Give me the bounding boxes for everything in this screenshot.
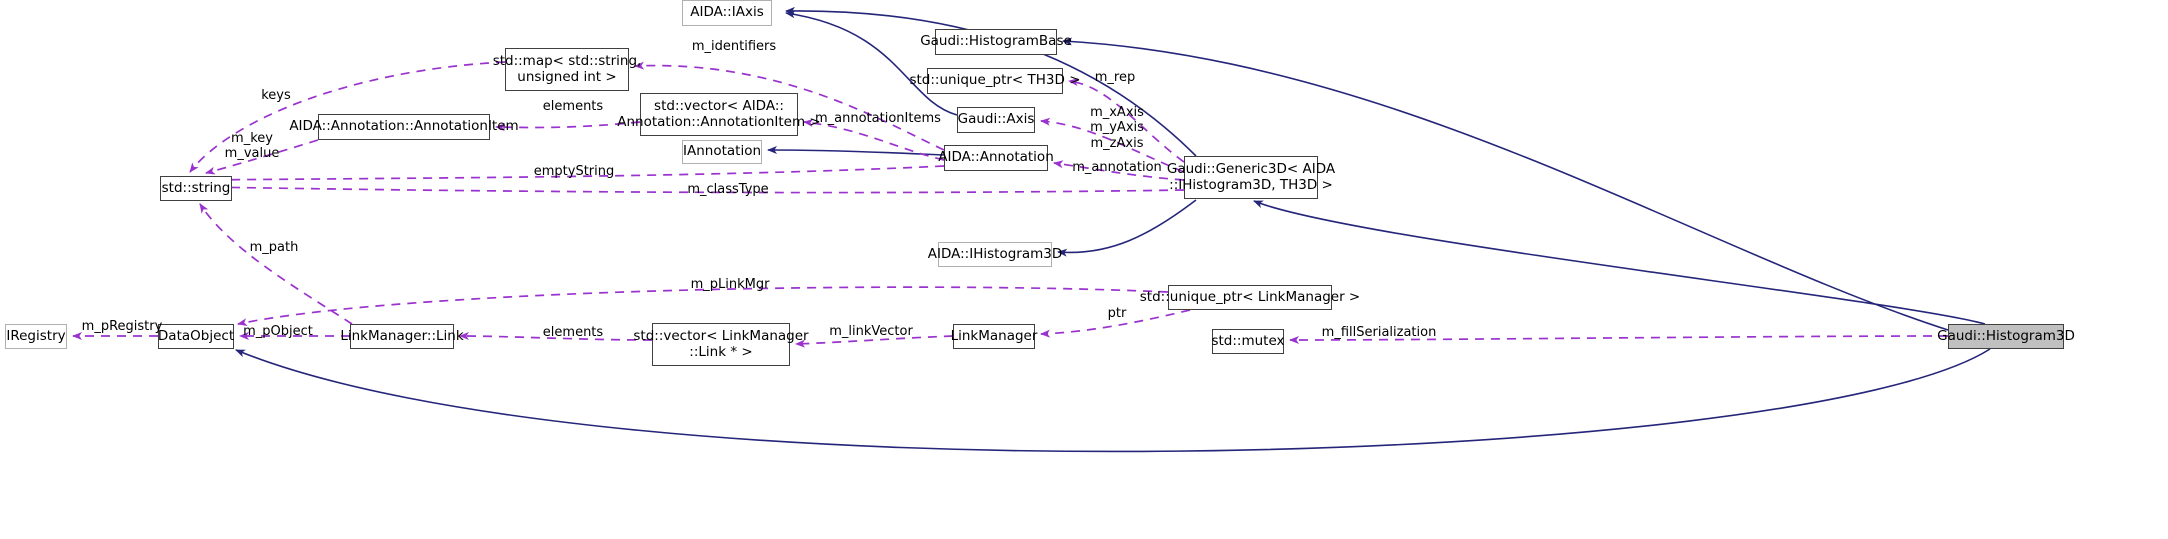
class-node-linkmanager[interactable]: LinkManager — [951, 324, 1037, 349]
edge-label-m_rep: m_rep — [1094, 70, 1136, 85]
edge-label-keys: keys — [261, 88, 291, 103]
edge-label-elements_ann: elements — [542, 99, 604, 114]
class-node-uptrth3d[interactable]: std::unique_ptr< TH3D > — [909, 68, 1081, 94]
edge-label-m_annotation: m_annotation — [1072, 160, 1162, 175]
edge-label-m_pRegistry: m_pRegistry — [81, 319, 163, 334]
class-node-iaxis[interactable]: AIDA::IAxis — [682, 0, 772, 26]
edge-label-m_annotationItems: m_annotationItems — [815, 111, 941, 126]
class-node-generic3d[interactable]: Gaudi::Generic3D< AIDA ::IHistogram3D, T… — [1167, 156, 1335, 199]
class-node-iannotation[interactable]: IAnnotation — [682, 140, 762, 164]
class-node-linkmanagerlink[interactable]: LinkManager::Link — [340, 324, 464, 349]
edge-label-m_classType: m_classType — [687, 182, 769, 197]
edge-label-m_key_value: m_key m_value — [224, 131, 280, 162]
class-node-gaudiaxis[interactable]: Gaudi::Axis — [957, 107, 1035, 133]
class-node-stdmutex[interactable]: std::mutex — [1211, 329, 1285, 354]
edge-label-m_pLinkMgr: m_pLinkMgr — [690, 277, 770, 292]
edge-label-m_xyz_axis: m_xAxis m_yAxis m_zAxis — [1090, 105, 1144, 151]
class-node-uptrlinkmgr[interactable]: std::unique_ptr< LinkManager > — [1140, 285, 1360, 310]
class-node-histogram3d[interactable]: Gaudi::Histogram3D — [1937, 324, 2075, 349]
class-node-annitem[interactable]: AIDA::Annotation::AnnotationItem — [289, 114, 519, 140]
class-node-veclinkptr[interactable]: std::vector< LinkManager ::Link * > — [633, 323, 809, 366]
edge-label-m_pObject: m_pObject — [243, 324, 313, 339]
edge-label-m_linkVector: m_linkVector — [829, 324, 913, 339]
class-node-vecannitem[interactable]: std::vector< AIDA:: Annotation::Annotati… — [617, 93, 821, 136]
usage-edges — [72, 61, 1949, 348]
class-node-stdstring[interactable]: std::string — [160, 176, 232, 201]
class-node-stdmap[interactable]: std::map< std::string, unsigned int > — [493, 48, 641, 91]
class-node-annotation[interactable]: AIDA::Annotation — [938, 145, 1054, 171]
edge-label-m_path: m_path — [249, 240, 299, 255]
class-node-ihistogram3d[interactable]: AIDA::IHistogram3D — [928, 242, 1062, 267]
edge-label-elements_link: elements — [542, 325, 604, 340]
edge-label-emptyString: emptyString — [533, 164, 615, 179]
edge-label-m_fillSerialization: m_fillSerialization — [1321, 325, 1437, 340]
class-node-iregistry[interactable]: IRegistry — [5, 324, 67, 349]
edge-label-m_identifiers: m_identifiers — [691, 39, 777, 54]
class-node-dataobject[interactable]: DataObject — [158, 324, 234, 349]
class-node-histbase[interactable]: Gaudi::HistogramBase — [920, 29, 1072, 55]
edge-label-ptr: ptr — [1107, 306, 1127, 321]
